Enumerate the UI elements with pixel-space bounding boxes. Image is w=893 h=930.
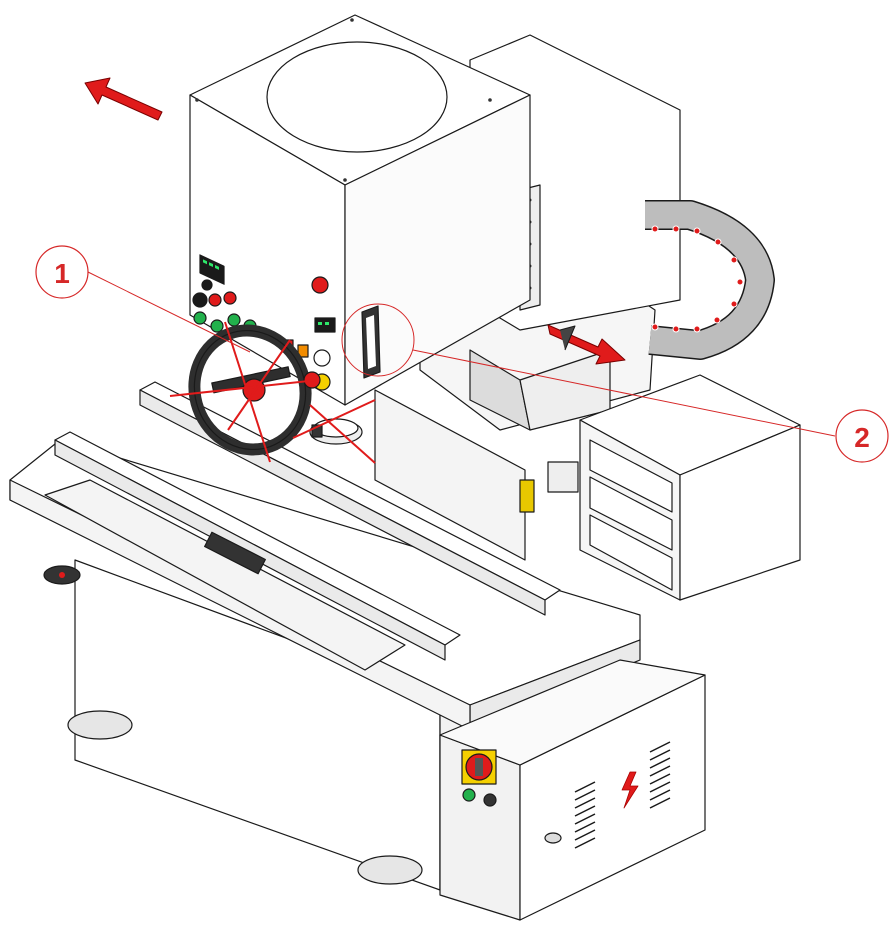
foot [357, 855, 423, 885]
electrical-cabinet [439, 659, 706, 921]
callout-2-label: 2 [854, 422, 870, 453]
arrow-right-down-icon [547, 324, 626, 365]
cable-chain [645, 200, 775, 360]
front-handle [204, 531, 266, 575]
head-box [189, 14, 531, 406]
callout-1: 1 [35, 245, 89, 299]
callout-2: 2 [835, 409, 889, 463]
head-handle [361, 305, 381, 379]
handwheel-markings [169, 321, 319, 463]
emergency-stop-icon [461, 749, 497, 785]
front-apron [44, 479, 406, 671]
foot [67, 710, 133, 740]
cross-out-mark-icon [292, 399, 376, 464]
control-panel [192, 254, 336, 391]
indicator-light [311, 276, 329, 294]
top-circular-cover [266, 41, 448, 153]
drawer-cabinet [547, 374, 801, 601]
lightning-bolt-icon [621, 771, 639, 809]
callout-1-label: 1 [54, 258, 70, 289]
column-plate [374, 389, 535, 561]
callout-leaders [87, 271, 836, 437]
arrow-left-up-icon [84, 77, 163, 121]
dial-gauge [309, 418, 363, 445]
